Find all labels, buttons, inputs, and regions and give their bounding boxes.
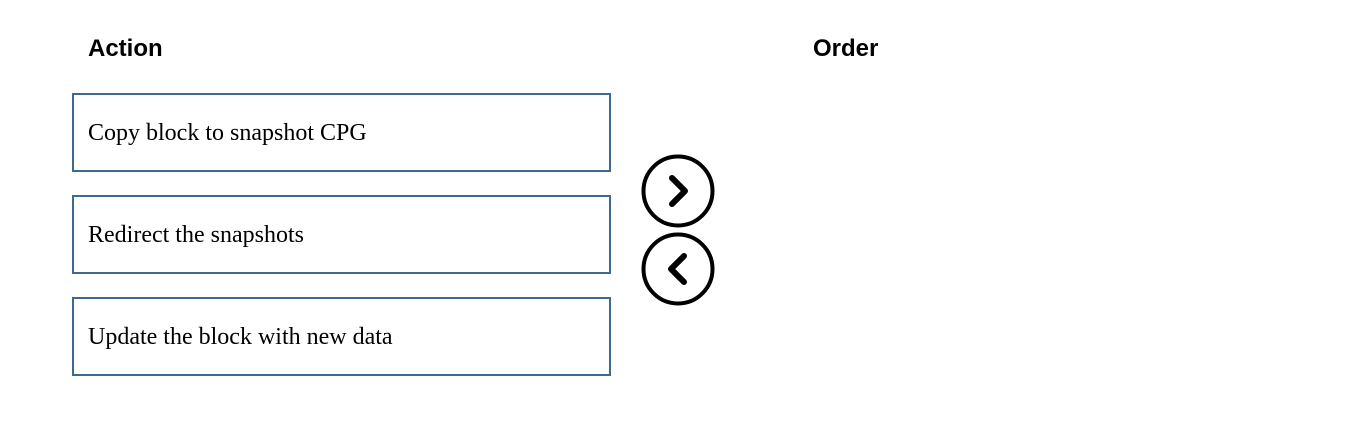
action-column-heading: Action [88, 35, 163, 62]
order-drop-area[interactable] [800, 93, 1320, 383]
action-item-update-block[interactable]: Update the block with new data [72, 297, 611, 376]
chevron-left-circle-icon [641, 232, 715, 306]
move-left-button[interactable] [640, 231, 716, 307]
chevron-right-circle-icon [641, 154, 715, 228]
order-column-heading: Order [813, 35, 879, 62]
action-item-label: Copy block to snapshot CPG [88, 120, 367, 146]
move-right-button[interactable] [640, 153, 716, 229]
action-list: Copy block to snapshot CPG Redirect the … [72, 93, 611, 399]
action-item-label: Redirect the snapshots [88, 222, 304, 248]
action-item-copy-block[interactable]: Copy block to snapshot CPG [72, 93, 611, 172]
action-item-redirect-snapshots[interactable]: Redirect the snapshots [72, 195, 611, 274]
action-item-label: Update the block with new data [88, 324, 393, 350]
